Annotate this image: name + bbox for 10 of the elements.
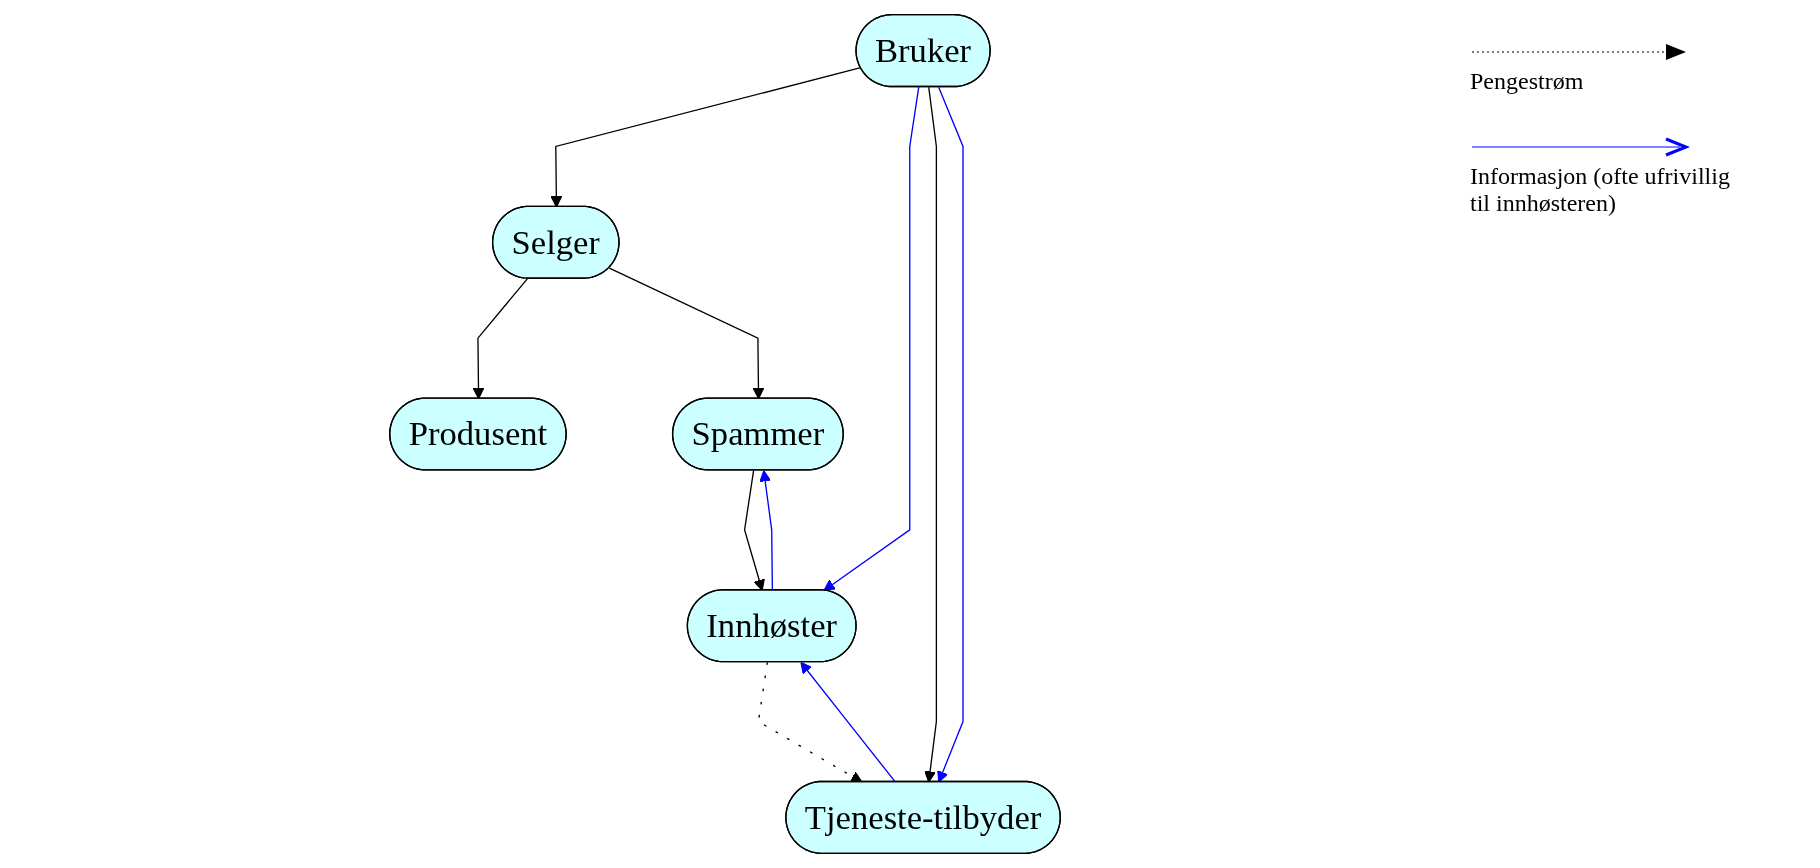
- arrow: [743, 469, 765, 591]
- arrow: [757, 661, 863, 783]
- arrow: [800, 661, 897, 783]
- legend-text: Pengestrøm: [1470, 68, 1584, 95]
- arrow: [823, 86, 920, 592]
- arrow: [608, 267, 765, 400]
- arrow: [472, 278, 528, 400]
- arrow: [937, 86, 964, 783]
- legend-text: Informasjon (ofte ufrivillig til innhøsteren): [1470, 163, 1730, 217]
- arrow: [924, 86, 938, 783]
